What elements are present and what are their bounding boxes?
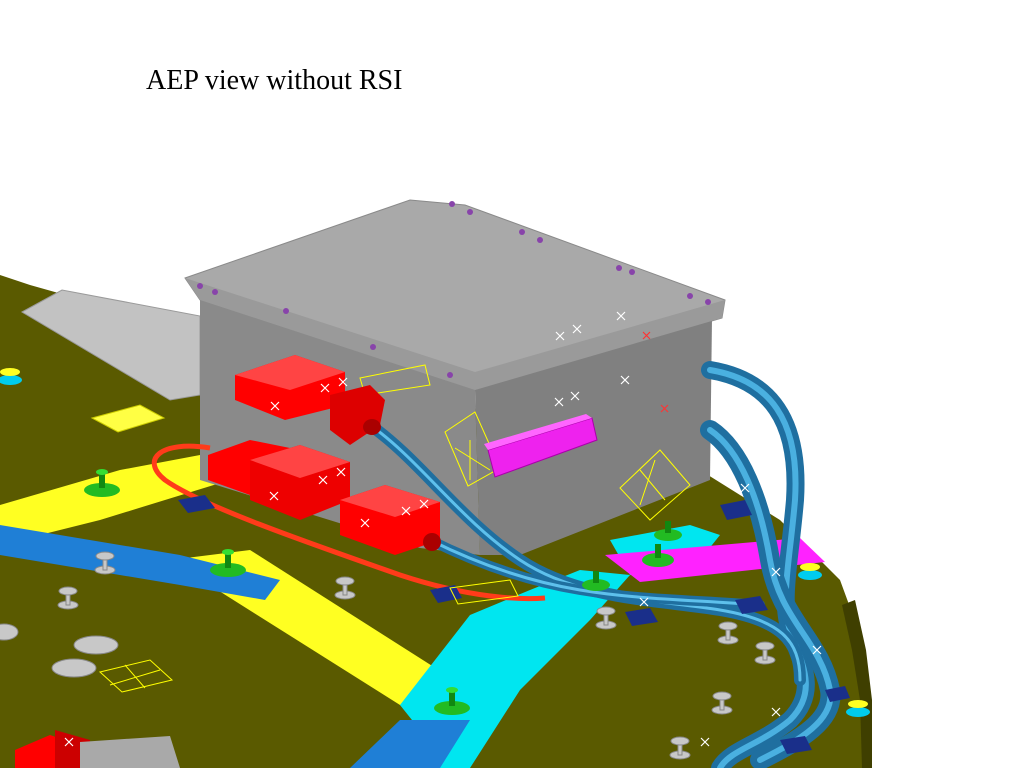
deck-outline-markings (98, 579, 519, 693)
yellow-block (90, 404, 166, 433)
green-studs (84, 469, 682, 715)
lid-screws (197, 201, 711, 378)
connector-bottom-left (15, 730, 180, 768)
edge-fittings (0, 368, 870, 717)
connector-middle (208, 440, 350, 520)
magenta-bracket-top (484, 414, 592, 450)
red-harness-loop (151, 443, 546, 602)
slide-title: AEP view without RSI (146, 65, 403, 96)
x-markers-red (642, 331, 669, 413)
connectors (15, 355, 441, 768)
deck-edge (842, 600, 872, 768)
yellow-strap (0, 455, 230, 545)
outline-markings (359, 364, 691, 521)
gray-studs (0, 551, 776, 760)
connector-lower (340, 485, 441, 555)
x-markers (64, 311, 822, 747)
connector-upper (235, 355, 385, 445)
box-rim (185, 278, 725, 390)
cables (364, 361, 841, 768)
cyan-strap (400, 570, 630, 768)
blue-strap (0, 525, 280, 600)
mount-pads (178, 495, 850, 754)
blue-strap-lower (350, 720, 470, 768)
